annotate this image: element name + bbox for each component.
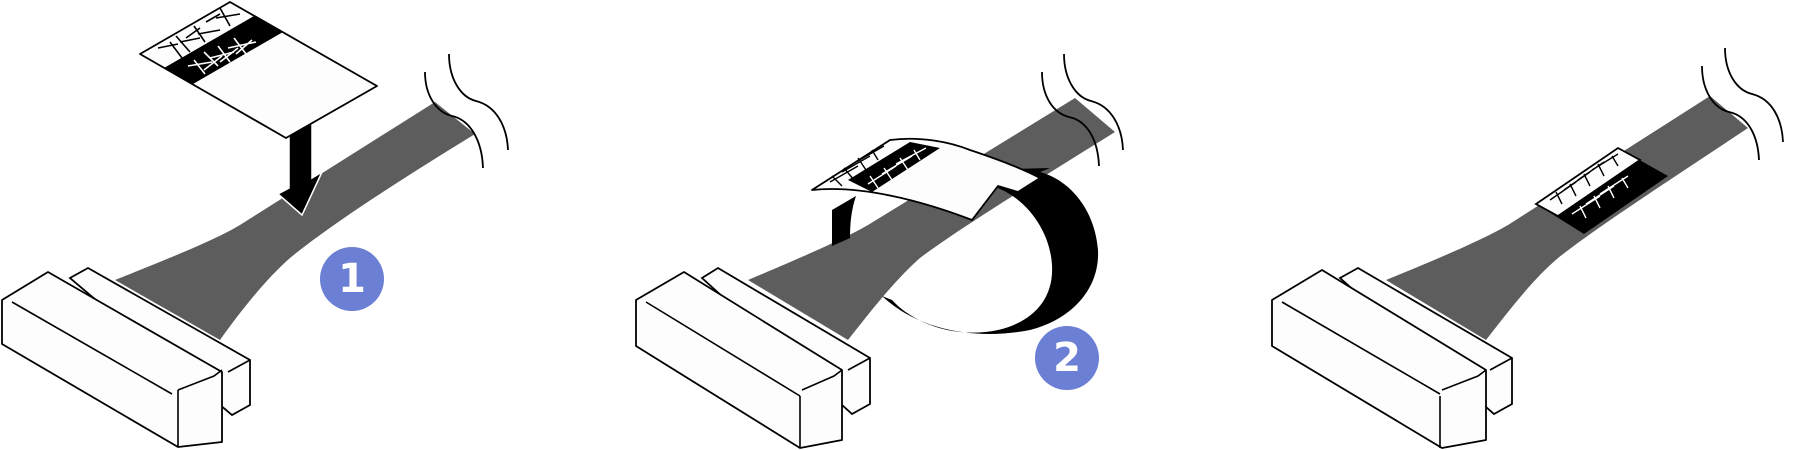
rotate-arrow-icon <box>832 196 856 246</box>
connector-edge <box>847 357 871 371</box>
step-badge-1: 1 <box>320 247 384 311</box>
cable-break-line <box>1701 65 1760 161</box>
cable-label <box>811 137 1041 221</box>
cable-illustration <box>635 53 1124 449</box>
label-marks-white <box>1571 175 1629 219</box>
cable-break-line <box>448 53 509 151</box>
connector-edge <box>1281 301 1441 395</box>
panel-step-1: 1 <box>0 0 520 450</box>
connector-edge <box>177 369 223 391</box>
connector-edge <box>1441 369 1487 391</box>
label-marks <box>829 145 885 187</box>
cable-break-line <box>1041 71 1100 167</box>
label-marks <box>157 7 241 59</box>
connector-body <box>635 271 843 449</box>
ribbon-cable <box>115 102 475 340</box>
cable-label <box>139 1 378 139</box>
label-marks <box>1549 153 1619 205</box>
connector-edge <box>11 301 173 395</box>
cable-break-line <box>1724 47 1784 143</box>
connector-edge <box>645 301 801 397</box>
ribbon-cable <box>748 98 1115 340</box>
connector-edge <box>1489 357 1513 371</box>
cable-illustration <box>1 1 509 448</box>
label-marks-white <box>187 37 257 75</box>
label-marks-white <box>867 147 927 189</box>
panel-step-2: 2 <box>620 0 1180 450</box>
arrow-down-icon <box>276 123 324 217</box>
cable-break-line <box>1063 53 1124 151</box>
connector-edge <box>227 359 251 373</box>
panel-step-3-result <box>1260 0 1803 450</box>
label-black-band <box>164 16 283 84</box>
connector-edge <box>801 369 843 391</box>
cable-break-line <box>424 71 484 169</box>
rotate-arrow-icon <box>882 168 1099 334</box>
cable-illustration <box>1271 47 1784 449</box>
cable-label <box>1534 146 1668 234</box>
step-badge-2: 2 <box>1035 326 1099 390</box>
